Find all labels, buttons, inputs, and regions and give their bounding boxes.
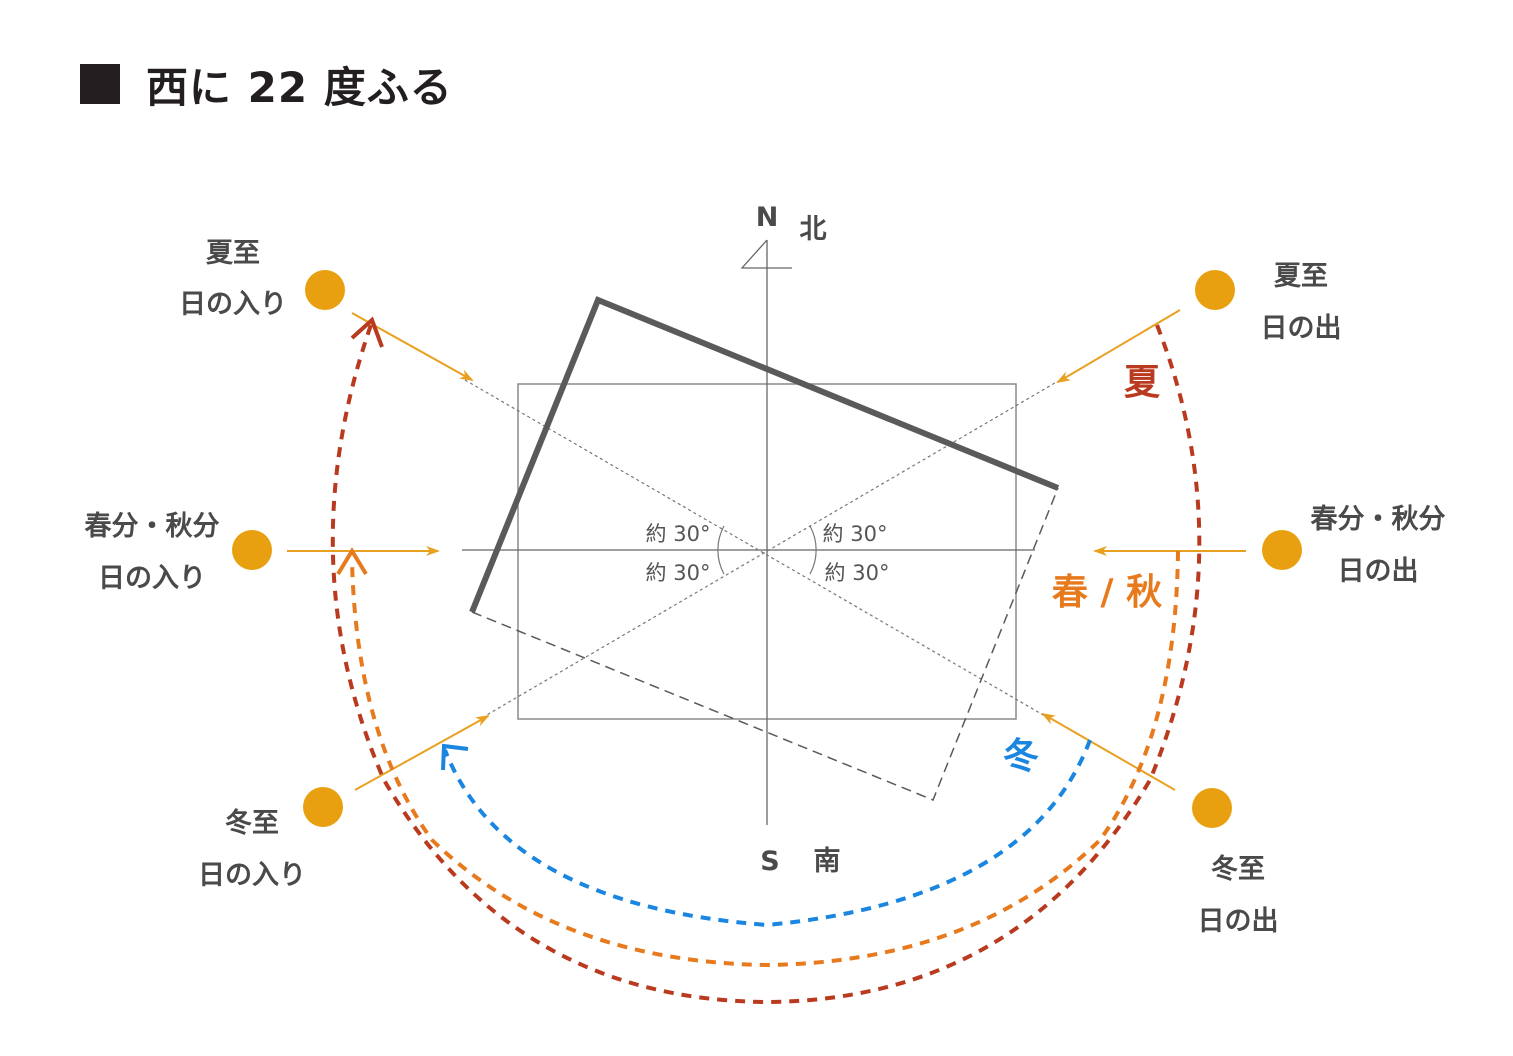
- north-letter: N: [756, 202, 779, 233]
- summer-path: [330, 316, 1202, 1005]
- season-label-equinox: 春 / 秋: [1052, 572, 1162, 613]
- sun-icon: [303, 787, 343, 827]
- equinox-sunrise-label-2: 日の出: [1338, 556, 1419, 587]
- season-label-summer: 夏: [1124, 362, 1161, 403]
- equinox-sunrise-label-1: 春分・秋分: [1311, 504, 1446, 535]
- diagonal-line-nw-se: [464, 379, 1046, 717]
- angle-label-west-upper: 約 30°: [646, 522, 711, 546]
- summer-sunrise-label-2: 日の出: [1261, 313, 1342, 344]
- winter-sunset-label-1: 冬至: [225, 807, 279, 839]
- north-arrow-icon: [740, 239, 792, 269]
- equinox-sunset-label-1: 春分・秋分: [85, 511, 220, 542]
- sun-icon: [305, 270, 345, 310]
- house-north-walls: [469, 296, 1060, 614]
- sun-icon: [232, 530, 272, 570]
- equinox-arrow-icon: [336, 547, 368, 576]
- sun-icon: [1192, 788, 1232, 828]
- angle-label-west-lower: 約 30°: [646, 561, 711, 585]
- ray-winter-sunset: [354, 715, 490, 791]
- ray-summer-sunrise: [1056, 309, 1181, 384]
- house-south-walls: [471, 487, 1059, 801]
- summer-sunrise-label-1: 夏至: [1274, 261, 1328, 292]
- sun-icons: [232, 270, 1302, 828]
- equinox-sunset-label-2: 日の入り: [98, 563, 206, 594]
- diagonal-line-ne-sw: [484, 379, 1061, 717]
- summer-sunset-label-1: 夏至: [206, 238, 260, 269]
- sun-icon: [1262, 530, 1302, 570]
- winter-sunset-label-2: 日の入り: [198, 860, 306, 891]
- winter-sunrise-label-2: 日の出: [1198, 906, 1279, 937]
- page-title: 西に 22 度ふる: [146, 62, 453, 112]
- winter-arrow-icon: [441, 743, 469, 771]
- south-kanji: 南: [814, 846, 841, 877]
- angle-arc-east: [809, 525, 817, 575]
- winter-path: [441, 739, 1092, 928]
- angle-label-east-lower: 約 30°: [825, 561, 890, 585]
- title-bullet-square: [80, 64, 120, 104]
- summer-sunset-label-2: 日の入り: [179, 289, 287, 320]
- north-kanji: 北: [800, 214, 827, 245]
- summer-arrow-icon: [350, 316, 384, 348]
- winter-sunrise-label-1: 冬至: [1211, 853, 1265, 885]
- angle-arc-west: [717, 525, 725, 575]
- season-label-winter: 冬: [1003, 736, 1039, 777]
- sun-icon: [1195, 270, 1235, 310]
- angle-label-east-upper: 約 30°: [823, 522, 888, 546]
- page-header: 西に 22 度ふる: [80, 58, 453, 112]
- south-letter: S: [760, 846, 779, 877]
- equinox-path: [336, 547, 1180, 968]
- ray-winter-sunrise: [1041, 713, 1176, 791]
